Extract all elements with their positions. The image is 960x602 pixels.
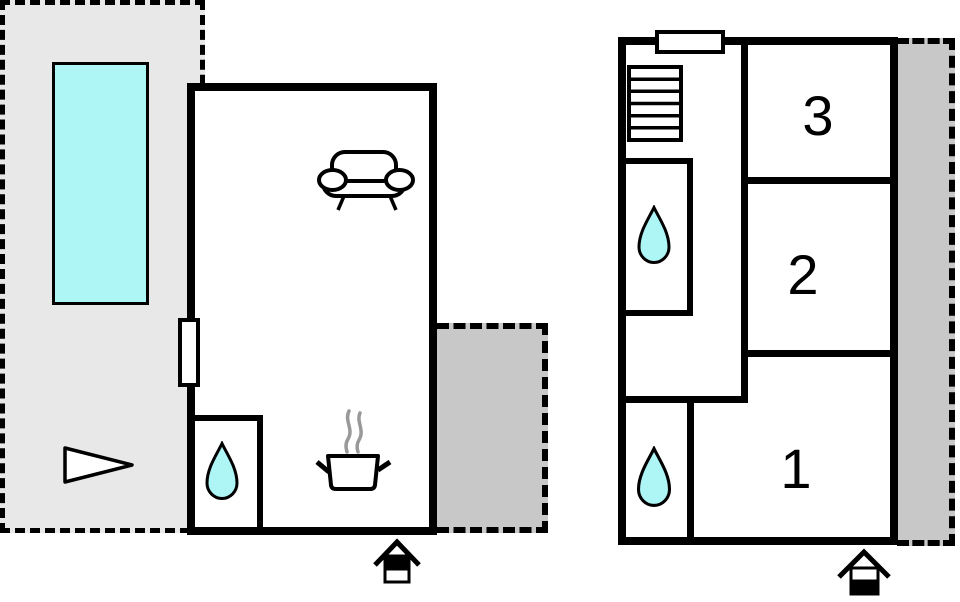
stairs-icon: [627, 65, 683, 142]
door-left-plan: [178, 318, 200, 387]
wall-room2-room1: [748, 350, 890, 357]
door-right-plan: [655, 30, 725, 54]
storey-indicator-lower-icon: [837, 548, 891, 596]
side-area-right-plan: [897, 38, 955, 546]
water-drop-icon: [637, 205, 671, 265]
side-area-left-plan: [437, 323, 548, 533]
wall-bathroom-lower: [687, 403, 694, 537]
sofa-icon: [317, 150, 415, 211]
pool: [52, 62, 149, 305]
room-1-label: 1: [780, 437, 812, 500]
room-2-label: 2: [787, 243, 819, 306]
room-3-label: 3: [802, 84, 834, 147]
wall-hall-bottom: [626, 396, 748, 403]
bathroom-left-plan: [195, 415, 263, 527]
water-drop-icon: [205, 441, 239, 501]
direction-arrow-icon: [63, 446, 134, 484]
wall-room3-room2: [748, 177, 890, 184]
bathroom-upper-right-plan: [626, 158, 693, 316]
cooking-pot-icon: [315, 409, 392, 491]
water-drop-icon: [636, 446, 672, 507]
wall-hall-divider: [741, 45, 748, 403]
storey-indicator-upper-icon: [373, 538, 421, 584]
bedroom-floor-outline: [618, 37, 898, 545]
